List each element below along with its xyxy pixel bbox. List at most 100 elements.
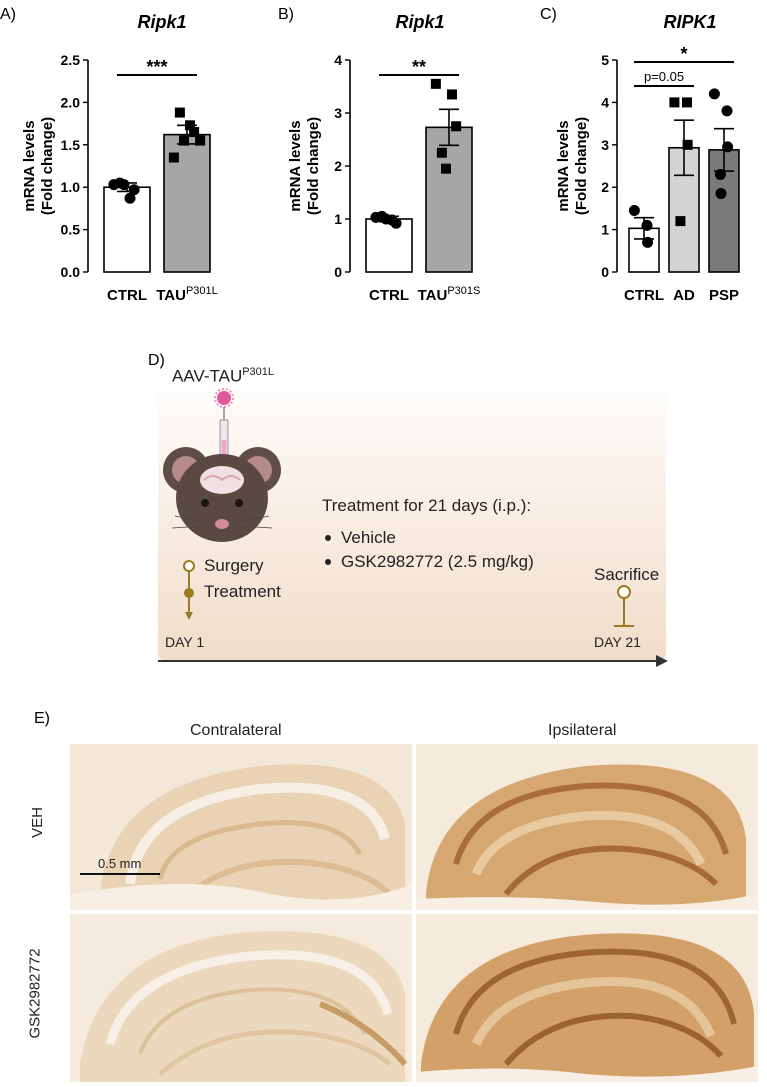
data-point (675, 216, 686, 227)
panel-label-b: B) (278, 6, 294, 23)
y-tick-label: 1 (334, 211, 342, 227)
row-header-veh: VEH (28, 807, 46, 838)
bar-ad (668, 146, 700, 273)
y-tick-label: 2.5 (61, 52, 81, 68)
data-point (642, 236, 654, 248)
day1-markers (183, 560, 195, 620)
sacrifice-marker (614, 585, 634, 627)
data-point (436, 147, 447, 158)
treatment-label: Treatment (204, 582, 281, 601)
x-tick-label: CTRL (624, 287, 664, 304)
treatment-heading: Treatment for 21 days (i.p.): (322, 496, 532, 515)
significance-label: *** (146, 57, 167, 77)
time-axis-arrow (158, 655, 668, 667)
virus-particle-icon (214, 388, 234, 408)
y-tick-label: 4 (601, 94, 609, 110)
scale-bar (80, 873, 160, 875)
y-tick-label: 3 (334, 105, 342, 121)
data-point (682, 139, 693, 150)
data-point (708, 88, 720, 100)
y-tick-label: 1 (601, 222, 609, 238)
injection-label: AAV-TAUP301L (172, 366, 274, 387)
data-point (451, 121, 462, 132)
data-point (641, 219, 653, 231)
micrograph-veh-contralateral (70, 744, 412, 910)
data-point (174, 107, 185, 118)
day1-label: DAY 1 (165, 634, 205, 650)
panel-label-c: C) (540, 6, 557, 23)
y-tick-label: 0 (601, 264, 609, 280)
bullet-vehicle: Vehicle (341, 528, 396, 547)
chart-title: Ripk1 (395, 12, 444, 32)
data-point (722, 141, 734, 153)
data-point (669, 97, 680, 108)
data-point (128, 184, 140, 196)
day21-label: DAY 21 (594, 634, 641, 650)
row-header-gsk: GSK2982772 (26, 948, 44, 1039)
injection-label-sup: P301L (242, 366, 275, 378)
data-point (168, 152, 179, 163)
hippocampus-stain-image (70, 914, 412, 1082)
bullet-gsk: GSK2982772 (2.5 mg/kg) (341, 552, 534, 571)
y-tick-label: 0 (334, 264, 342, 280)
y-tick-label: 2 (334, 158, 342, 174)
chart-title: Ripk1 (137, 12, 186, 32)
hippocampus-stain-image (416, 744, 758, 910)
y-tick-label: 1.0 (61, 179, 81, 195)
data-point (195, 135, 206, 146)
data-point (390, 217, 402, 229)
x-tick-label: AD (673, 287, 695, 304)
data-point (714, 168, 726, 180)
micrograph-gsk-ipsilateral (416, 914, 758, 1082)
mouse-icon (163, 447, 281, 542)
injection-label-text: AAV-TAU (172, 366, 243, 386)
hippocampus-stain-image (416, 914, 758, 1082)
data-point (179, 135, 189, 146)
y-tick-label: 0.0 (61, 264, 81, 280)
micrograph-gsk-contralateral (70, 914, 412, 1082)
significance-label: ** (412, 57, 426, 77)
data-point (447, 89, 457, 100)
panel-label-d: D) (148, 352, 165, 369)
y-axis-label: mRNA levels(Fold change) (21, 117, 56, 215)
significance-label: p=0.05 (644, 69, 684, 84)
x-tick-label: CTRL (369, 287, 409, 304)
column-header-ipsilateral: Ipsilateral (548, 722, 617, 739)
y-axis-label: mRNA levels(Fold change) (555, 117, 590, 215)
x-tick-label: CTRL (107, 287, 147, 304)
chart-title: RIPK1 (663, 12, 716, 32)
panel-label-a: A) (0, 6, 16, 23)
data-point (189, 127, 200, 138)
scale-bar-label: 0.5 mm (98, 856, 142, 871)
data-point (430, 78, 441, 89)
y-tick-label: 4 (334, 52, 342, 68)
y-tick-label: 3 (601, 137, 609, 153)
y-tick-label: 2.0 (61, 94, 81, 110)
data-point (118, 179, 130, 191)
y-tick-label: 1.5 (61, 137, 81, 153)
sacrifice-label: Sacrifice (594, 565, 660, 584)
data-point (124, 192, 136, 204)
x-tick-label: PSP (709, 287, 739, 304)
y-axis-label: mRNA levels(Fold change) (287, 117, 322, 215)
data-point (715, 188, 727, 200)
y-tick-label: 0.5 (61, 222, 81, 238)
y-tick-label: 5 (601, 52, 609, 68)
y-tick-label: 2 (601, 179, 609, 195)
data-point (721, 105, 733, 117)
micrograph-veh-ipsilateral (416, 744, 758, 910)
hippocampus-stain-image (70, 744, 412, 910)
significance-label: * (680, 44, 687, 64)
bar-tau (425, 126, 473, 273)
bar-charts: Ripk1 mRNA levels(Fold change) 0.0 0.5 1.0 1.… (21, 12, 740, 304)
column-header-contralateral: Contralateral (190, 722, 282, 739)
data-point (441, 163, 451, 174)
data-point (682, 97, 692, 108)
bullet-dot-1 (325, 535, 331, 541)
chart-0: Ripk1 mRNA levels(Fold change) 0.0 0.5 1.0 1.… (21, 12, 218, 304)
bullet-dot-2 (325, 559, 331, 565)
panel-label-e: E) (34, 710, 50, 727)
surgery-label: Surgery (204, 556, 264, 575)
